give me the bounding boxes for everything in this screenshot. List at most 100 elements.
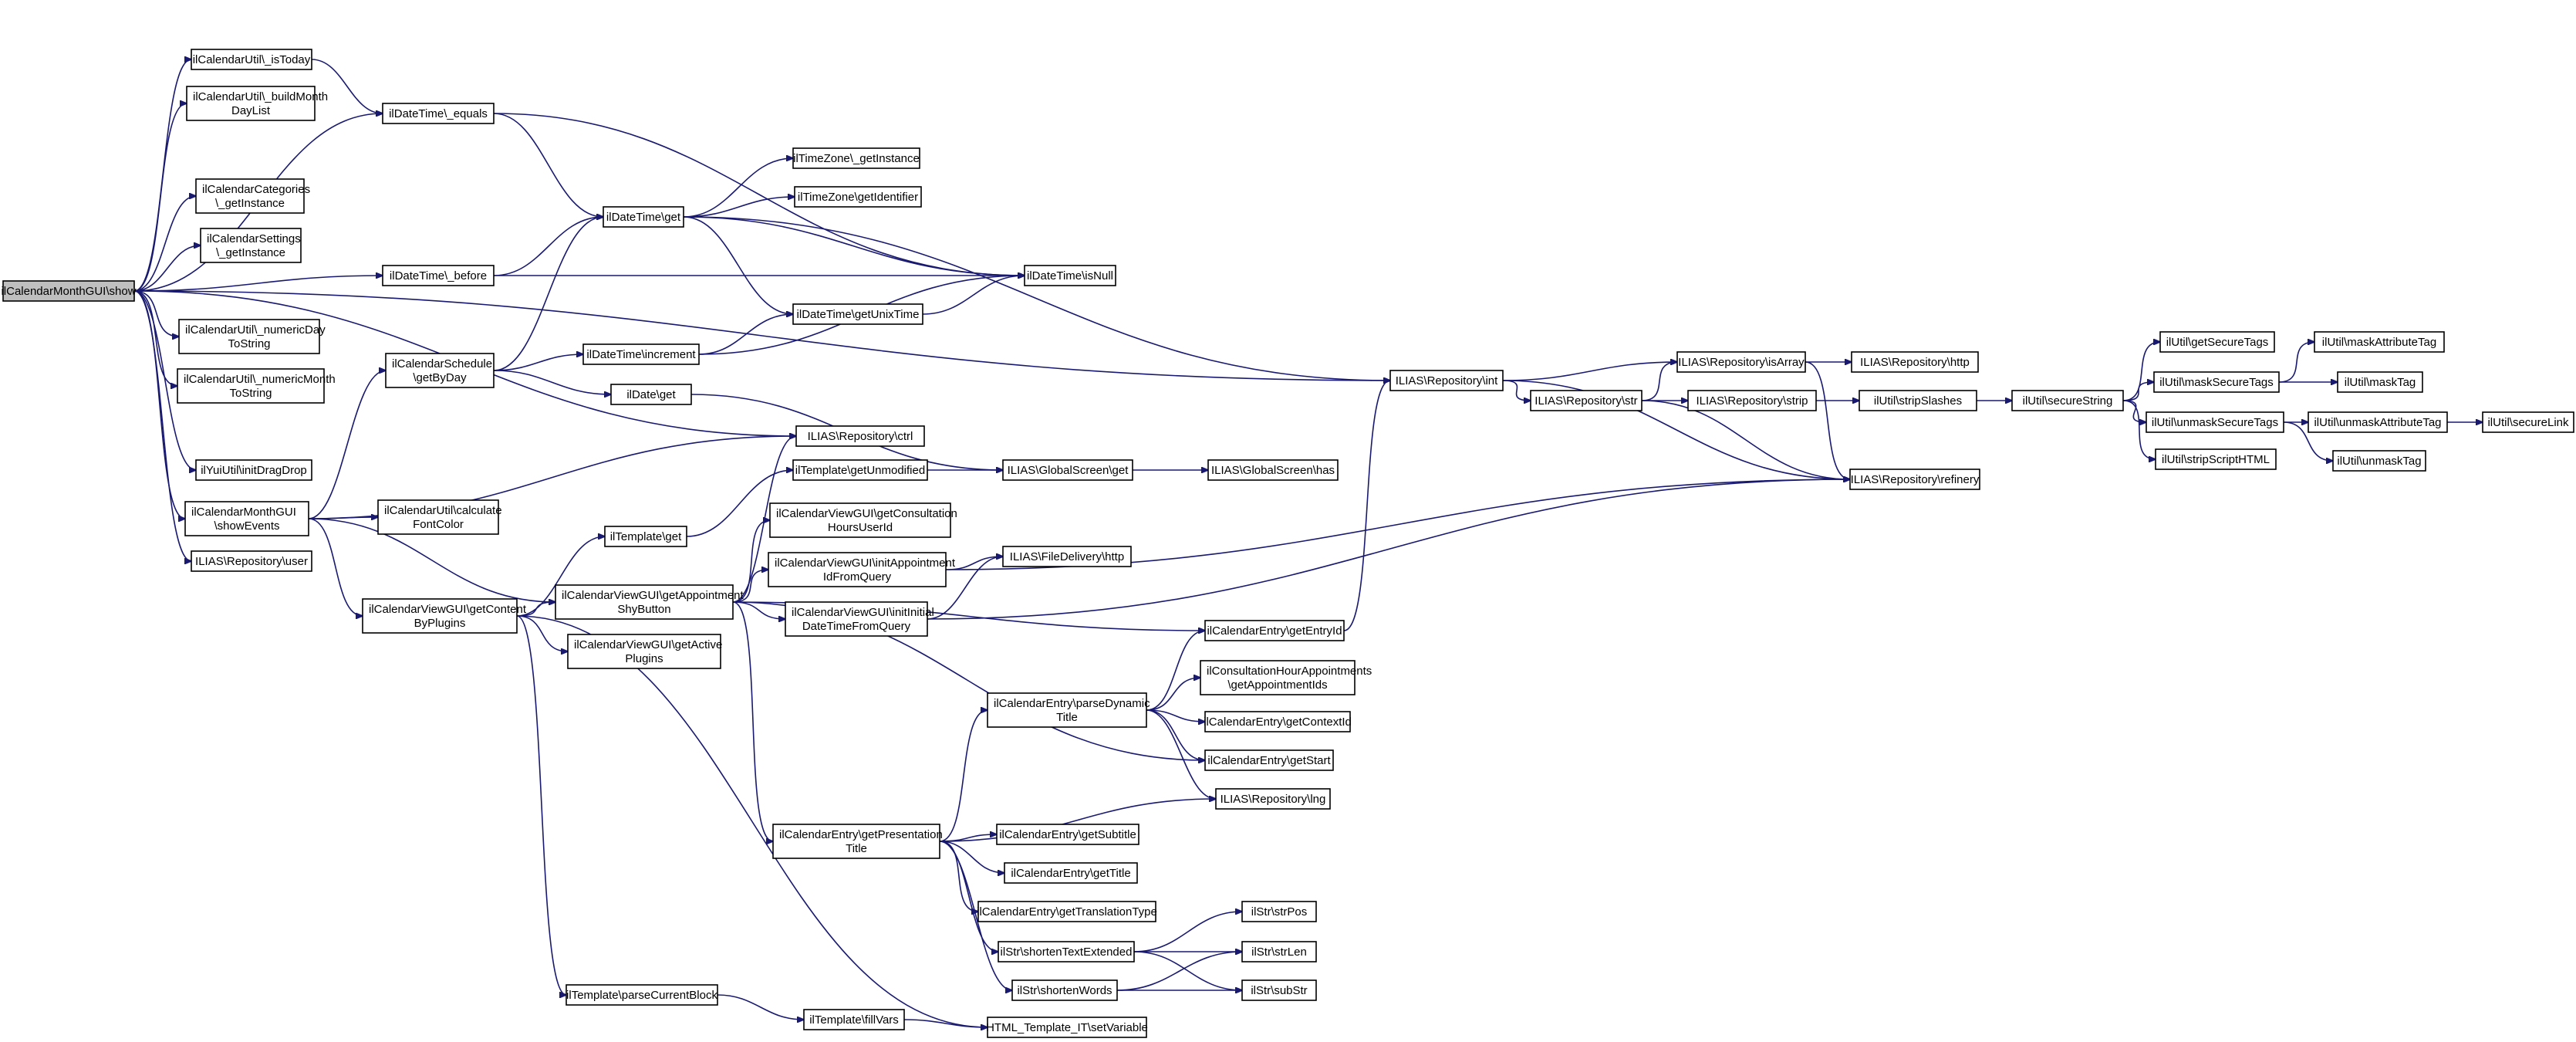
- node-box: [2314, 331, 2445, 353]
- node-is-today[interactable]: ilCalendarUtil\_isToday: [191, 49, 312, 70]
- node-label: ilStr\shortenTextExtended: [1001, 946, 1133, 959]
- node-str-shorten-text-extended[interactable]: ilStr\shortenTextExtended: [998, 941, 1135, 962]
- node-box: [1389, 370, 1504, 391]
- node-tpl-get[interactable]: ilTemplate\get: [604, 526, 687, 547]
- node-repo-refinery[interactable]: ILIAS\Repository\refinery: [1849, 469, 1980, 490]
- node-entry-get-title[interactable]: ilCalendarEntry\getTitle: [1004, 862, 1138, 884]
- node-tpl-fill-vars[interactable]: ilTemplate\fillVars: [803, 1009, 905, 1030]
- node-label: ilDateTime\_equals: [389, 107, 488, 120]
- node-box: [1204, 711, 1351, 732]
- node-tpl-parse-current-block[interactable]: ilTemplate\parseCurrentBlock: [566, 984, 718, 1006]
- node-util-secure-string[interactable]: ilUtil\secureString: [2011, 390, 2124, 411]
- node-root[interactable]: ilCalendarMonthGUI\show: [1, 280, 137, 302]
- node-util-mask-secure-tags[interactable]: ilUtil\maskSecureTags: [2153, 371, 2280, 393]
- edge-entry-parse-dynamic-title-to-entry-get-entry-id: [1146, 631, 1205, 711]
- node-get-appt-shy-button[interactable]: ilCalendarViewGUI\getAppointmentShyButto…: [555, 584, 744, 620]
- node-tz-get-identifier[interactable]: ilTimeZone\getIdentifier: [794, 186, 922, 208]
- edge-entry-get-presentation-title-to-str-shorten-words: [939, 841, 1012, 990]
- node-repo-ctrl[interactable]: ILIAS\Repository\ctrl: [795, 425, 925, 447]
- node-repo-str[interactable]: ILIAS\Repository\str: [1530, 390, 1642, 411]
- node-util-strip-script-html[interactable]: ilUtil\stripScriptHTML: [2155, 448, 2277, 470]
- node-yui-init-drag-drop[interactable]: ilYuiUtil\initDragDrop: [195, 459, 312, 481]
- node-fd-http[interactable]: ILIAS\FileDelivery\http: [1002, 546, 1132, 567]
- node-init-appointment-id[interactable]: ilCalendarViewGUI\initAppointmentIdFromQ…: [768, 552, 956, 587]
- node-dt-is-null[interactable]: ilDateTime\isNull: [1024, 265, 1116, 286]
- node-util-unmask-secure-tags[interactable]: ilUtil\unmaskSecureTags: [2146, 411, 2284, 433]
- node-util-strip-slashes[interactable]: ilUtil\stripSlashes: [1859, 390, 1977, 411]
- node-util-get-secure-tags[interactable]: ilUtil\getSecureTags: [2159, 331, 2275, 353]
- node-date-get[interactable]: ilDate\get: [610, 384, 692, 405]
- edge-root-to-repo-user: [133, 290, 191, 561]
- node-cat-get-instance[interactable]: ilCalendarCategories\_getInstance: [195, 178, 310, 214]
- node-cha-get-appointment-ids[interactable]: ilConsultationHourAppointments\getAppoin…: [1200, 660, 1372, 695]
- node-sched-get-by-day[interactable]: ilCalendarSchedule\getByDay: [385, 353, 495, 388]
- edge-entry-get-presentation-title-to-entry-get-subtitle: [939, 834, 997, 842]
- node-tz-get-instance[interactable]: ilTimeZone\_getInstance: [792, 147, 920, 169]
- node-label: ilUtil\getSecureTags: [2166, 336, 2269, 349]
- node-html-set-variable[interactable]: HTML_Template_IT\setVariable: [986, 1017, 1148, 1038]
- node-entry-get-subtitle[interactable]: ilCalendarEntry\getSubtitle: [996, 824, 1139, 845]
- node-util-secure-link[interactable]: ilUtil\secureLink: [2482, 411, 2574, 433]
- node-label: ilCalendarSettings: [207, 232, 301, 245]
- edge-dt-get-to-tz-get-instance: [683, 158, 793, 218]
- node-label: ilDateTime\isNull: [1027, 269, 1113, 282]
- node-repo-is-array[interactable]: ILIAS\Repository\isArray: [1676, 351, 1806, 373]
- node-show-events[interactable]: ilCalendarMonthGUI\showEvents: [184, 501, 309, 536]
- node-box: [567, 634, 721, 669]
- edge-entry-get-entry-id-to-repo-int: [1343, 381, 1390, 631]
- node-box: [1200, 660, 1356, 695]
- node-util-mask-tag[interactable]: ilUtil\maskTag: [2337, 371, 2423, 393]
- node-dt-get-unix-time[interactable]: ilDateTime\getUnixTime: [792, 303, 923, 325]
- node-str-str-pos[interactable]: ilStr\strPos: [1241, 901, 1317, 922]
- node-str-sub-str[interactable]: ilStr\subStr: [1241, 979, 1317, 1001]
- node-util-unmask-attribute-tag[interactable]: ilUtil\unmaskAttributeTag: [2308, 411, 2448, 433]
- edge-util-secure-string-to-util-get-secure-tags: [2122, 342, 2160, 401]
- node-gs-has[interactable]: ILIAS\GlobalScreen\has: [1207, 459, 1339, 481]
- node-dt-equals[interactable]: ilDateTime\_equals: [382, 103, 495, 124]
- node-label: ilCalendarViewGUI\getActive: [574, 638, 722, 651]
- node-repo-lng[interactable]: ILIAS\Repository\lng: [1215, 788, 1331, 810]
- edge-root-to-settings-get-instance: [133, 245, 201, 292]
- node-gs-get[interactable]: ILIAS\GlobalScreen\get: [1002, 459, 1133, 481]
- node-dt-increment[interactable]: ilDateTime\increment: [582, 343, 700, 365]
- node-label: IdFromQuery: [823, 570, 892, 584]
- edge-repo-str-to-repo-is-array: [1641, 362, 1677, 401]
- node-repo-user[interactable]: ILIAS\Repository\user: [191, 550, 312, 572]
- node-box: [191, 49, 312, 70]
- node-init-initial-date-time[interactable]: ilCalendarViewGUI\initInitialDateTimeFro…: [785, 601, 934, 637]
- node-entry-get-translation-type[interactable]: ilCalendarEntry\getTranslationType: [977, 901, 1157, 922]
- node-util-unmask-tag[interactable]: ilUtil\unmaskTag: [2332, 450, 2426, 472]
- node-dt-get[interactable]: ilDateTime\get: [603, 206, 684, 228]
- node-settings-get-instance[interactable]: ilCalendarSettings\_getInstance: [200, 228, 302, 263]
- node-box: [2, 280, 135, 302]
- node-entry-get-entry-id[interactable]: ilCalendarEntry\getEntryId: [1204, 620, 1345, 641]
- node-util-mask-attribute-tag[interactable]: ilUtil\maskAttributeTag: [2314, 331, 2445, 353]
- node-str-shorten-words[interactable]: ilStr\shortenWords: [1011, 979, 1118, 1001]
- node-str-str-len[interactable]: ilStr\strLen: [1241, 941, 1317, 962]
- node-get-consult-hours-user-id[interactable]: ilCalendarViewGUI\getConsultationHoursUs…: [769, 502, 957, 538]
- node-box: [2482, 411, 2574, 433]
- node-box: [1687, 390, 1817, 411]
- node-entry-get-context-id[interactable]: ilCalendarEntry\getContextId: [1204, 711, 1352, 732]
- node-box: [2332, 450, 2426, 472]
- node-repo-http[interactable]: ILIAS\Repository\http: [1851, 351, 1979, 373]
- node-repo-int[interactable]: ILIAS\Repository\int: [1389, 370, 1504, 391]
- node-entry-get-start[interactable]: ilCalendarEntry\getStart: [1204, 749, 1334, 771]
- node-tpl-get-unmodified[interactable]: ilTemplate\getUnmodified: [792, 459, 928, 481]
- node-dt-before[interactable]: ilDateTime\_before: [382, 265, 495, 286]
- node-label: ilTemplate\fillVars: [809, 1013, 899, 1027]
- node-label: ilConsultationHourAppointments: [1207, 665, 1372, 678]
- edge-repo-str-to-repo-refinery: [1641, 400, 1850, 479]
- node-label: ilStr\strPos: [1251, 905, 1308, 919]
- node-box: [792, 303, 923, 325]
- node-repo-strip[interactable]: ILIAS\Repository\strip: [1687, 390, 1817, 411]
